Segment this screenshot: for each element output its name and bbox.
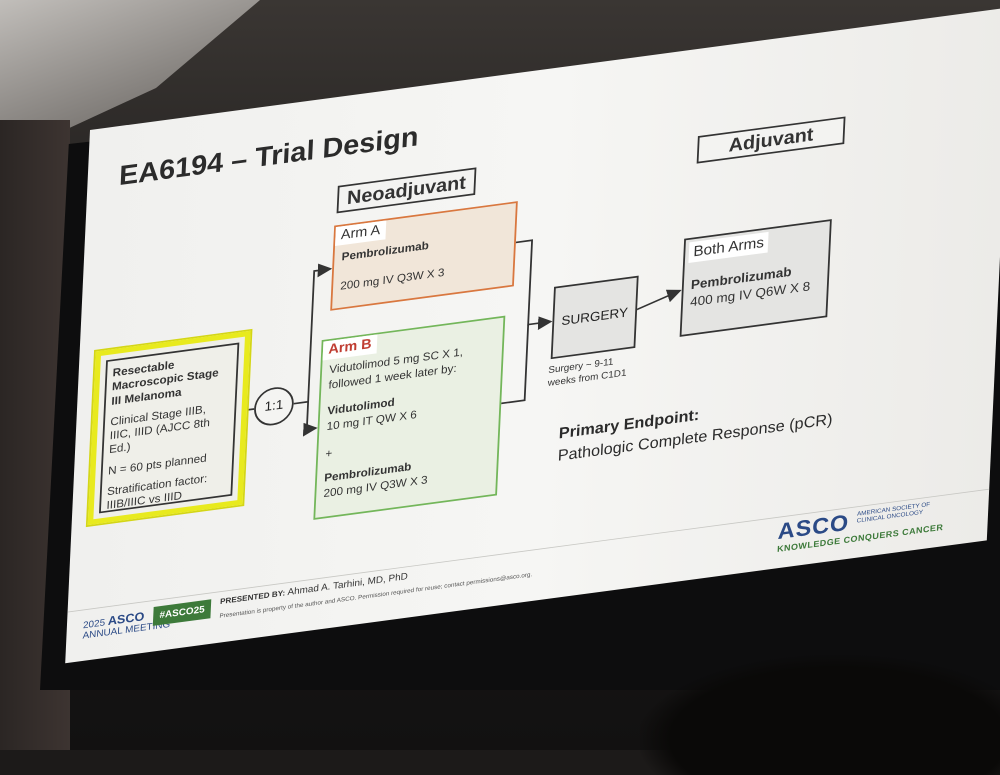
audience-head-silhouette — [640, 655, 1000, 775]
arm-b-plus: + — [325, 446, 333, 461]
population-stage: Clinical Stage IIIB, IIIC, IIID (AJCC 8t… — [108, 402, 211, 456]
arrow-connectors — [241, 239, 682, 437]
both-arms-box: Both Arms Pembrolizumab 400 mg IV Q6W X … — [679, 219, 832, 337]
presentation-slide: EA6194 – Trial Design Neoadjuvant Adjuva… — [65, 7, 1000, 664]
hashtag-badge: #ASCO25 — [152, 599, 212, 626]
population-box: Resectable Macroscopic Stage III Melanom… — [87, 330, 251, 526]
arrow-surgery-to-adjuvant — [635, 289, 682, 312]
arrow-to-arm-b — [302, 401, 318, 437]
flow-arrows — [241, 239, 682, 437]
arm-a-dose: 200 mg IV Q3W X 3 — [340, 265, 445, 293]
arrow-to-arm-a — [293, 263, 333, 405]
surgery-box: SURGERY — [550, 275, 639, 360]
arrow-arm-a-to-surgery — [514, 239, 553, 331]
arm-a-label: Arm A — [335, 220, 386, 247]
population-heading: Resectable Macroscopic Stage III Melanom… — [111, 358, 219, 408]
arm-b-box: Arm B Vidutolimod 5 mg SC X 1, followed … — [313, 315, 506, 520]
presented-by-label: PRESENTED BY: — [219, 588, 286, 606]
arrow-arm-b-to-surgery — [499, 324, 530, 405]
both-arms-label: Both Arms — [688, 231, 769, 264]
